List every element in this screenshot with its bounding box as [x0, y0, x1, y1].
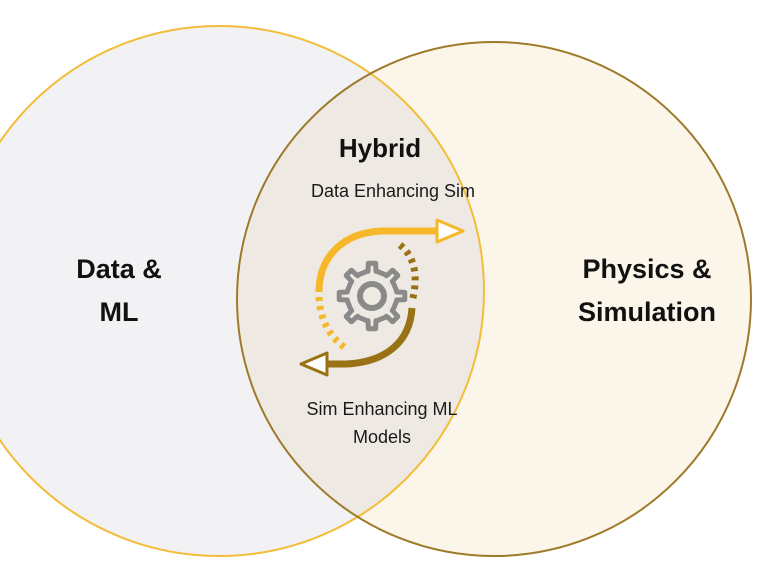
gear-outline [336, 260, 408, 332]
overlap-region [237, 42, 484, 556]
right-label-line1: Physics & [582, 254, 711, 284]
hybrid-title: Hybrid [339, 133, 421, 163]
arrow-left-icon [299, 242, 419, 377]
bottom-caption-line2: Models [353, 427, 411, 447]
right-circle [236, 41, 752, 557]
gear-hub [357, 281, 387, 311]
gear-icon [336, 260, 408, 332]
left-label-line1: Data & [76, 254, 162, 284]
left-circle [0, 25, 485, 557]
top-caption: Data Enhancing Sim [311, 181, 475, 201]
bottom-caption-line1: Sim Enhancing ML [306, 399, 457, 419]
right-label-line2: Simulation [578, 297, 716, 327]
left-label-line2: ML [100, 297, 139, 327]
arrow-right-icon [315, 218, 465, 353]
